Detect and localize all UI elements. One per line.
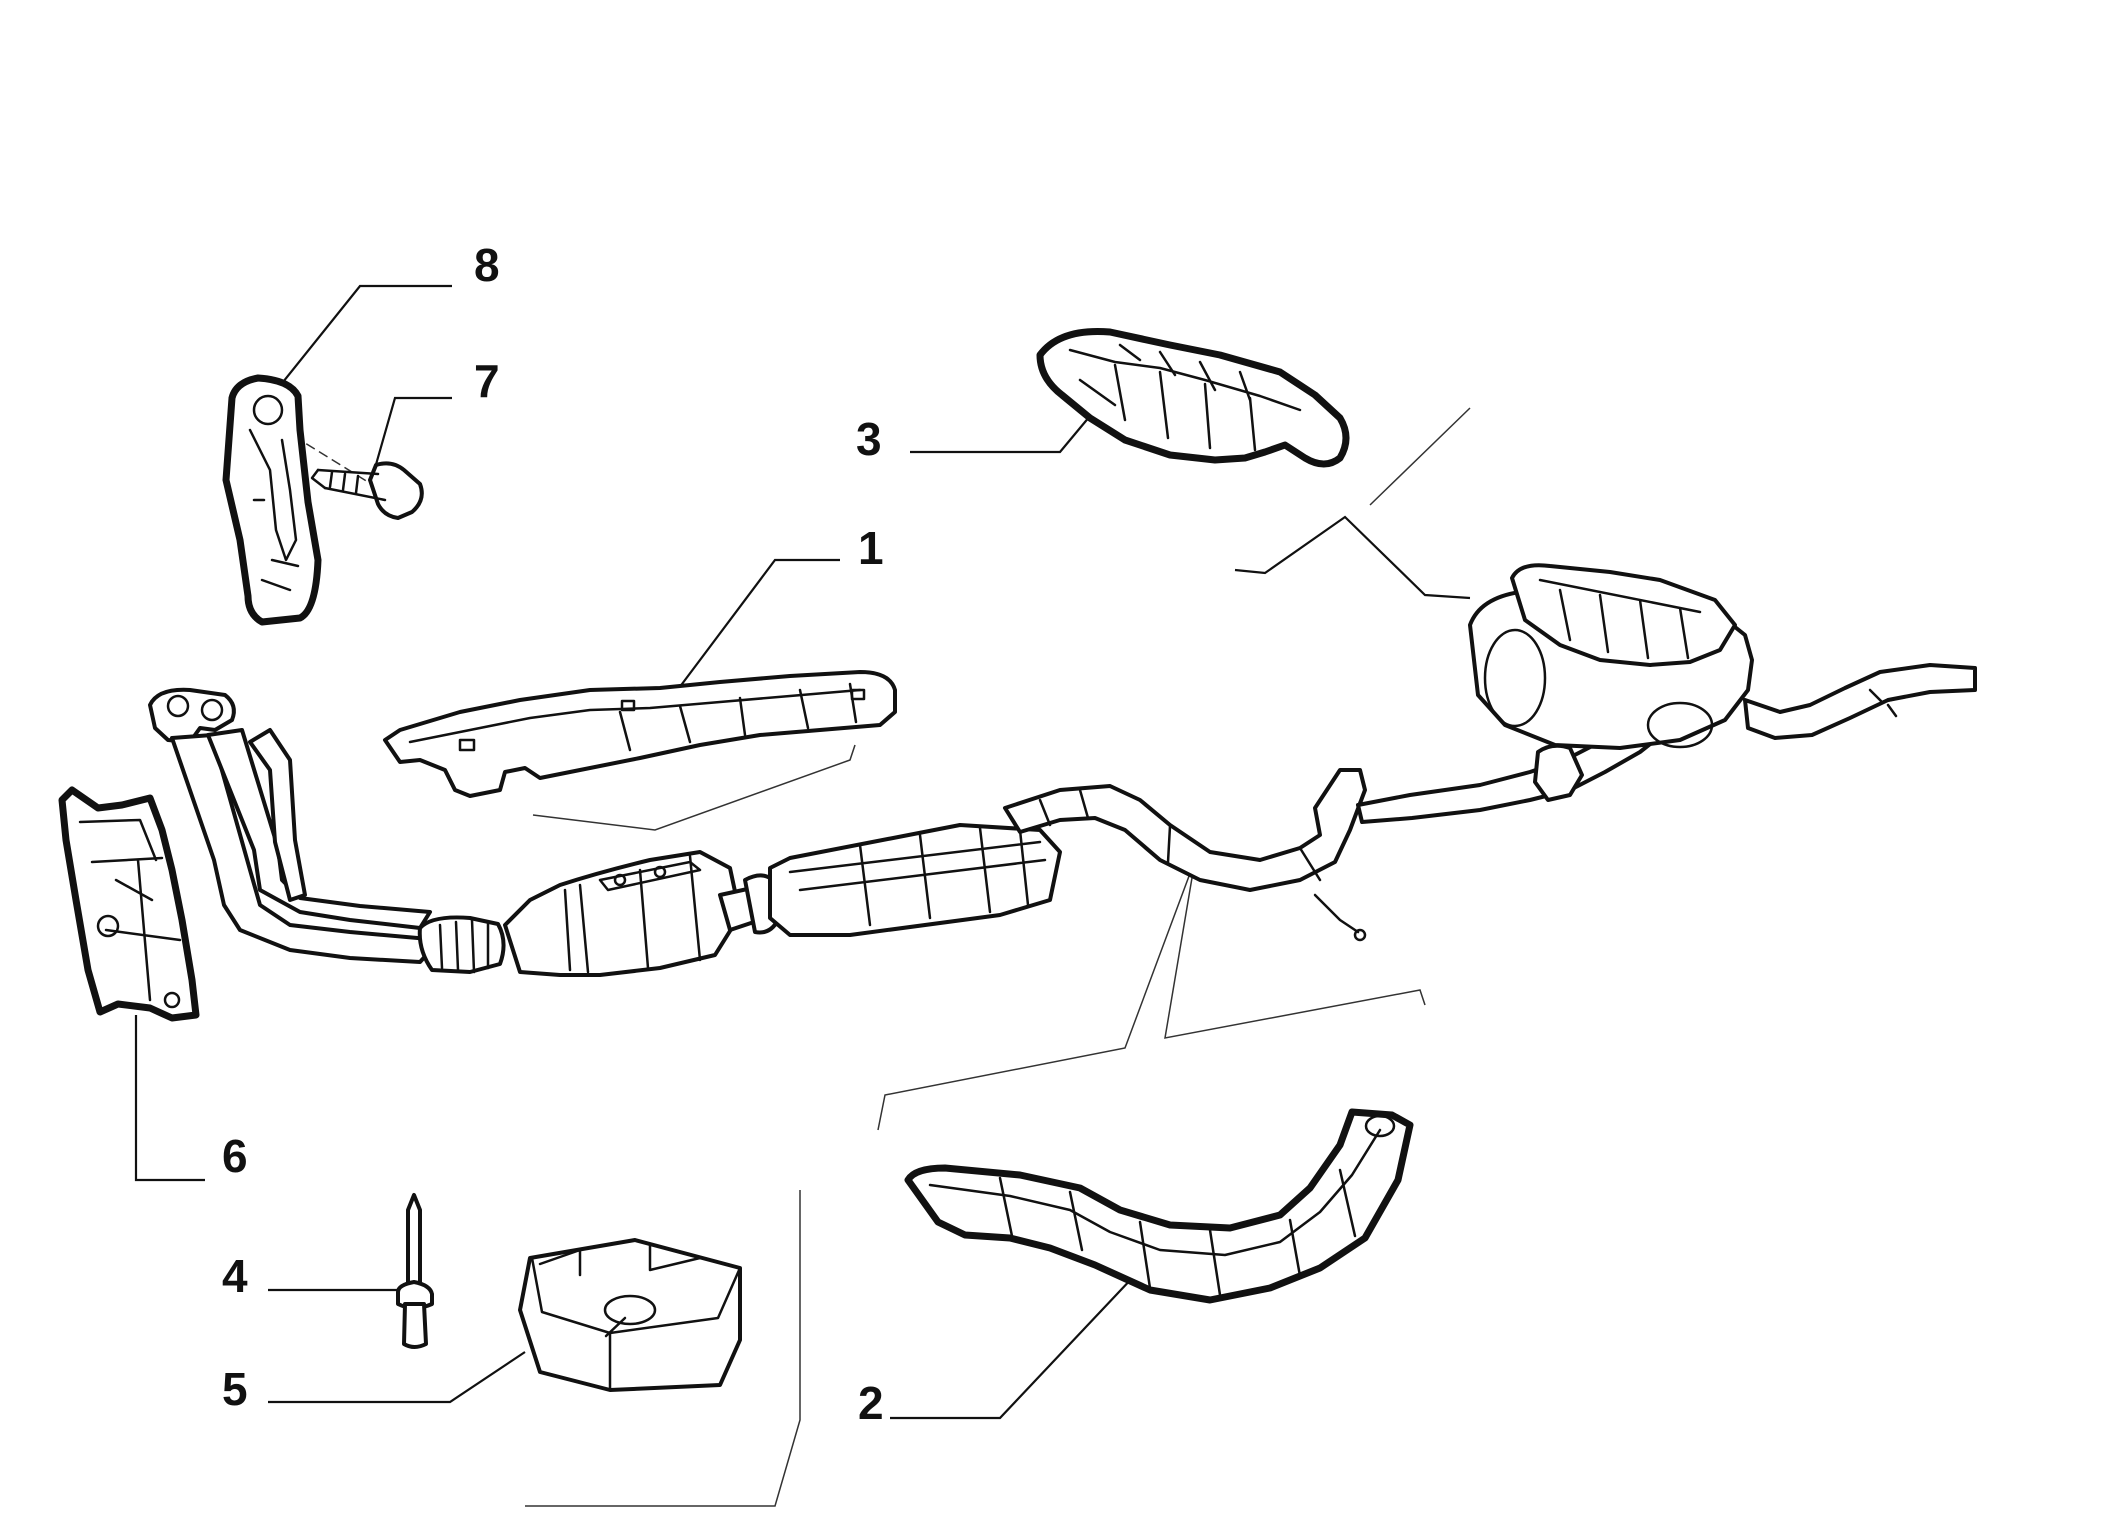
part-3-heat-shield [1036,327,1350,468]
leader-5 [268,1351,526,1404]
callout-4: 4 [222,1250,248,1302]
callout-5: 5 [222,1363,248,1415]
part-5-clip-plate [518,1238,742,1392]
callout-6: 6 [222,1130,248,1182]
leader-lines [134,284,1471,1507]
callout-2: 2 [858,1377,884,1429]
callout-3: 3 [856,413,882,465]
leader-8 [274,284,452,393]
leader-1 [669,558,840,701]
leader-1-bracket [532,744,856,831]
callout-1: 1 [858,522,884,574]
leader-6 [134,1015,205,1182]
leader-3 [910,409,1096,454]
part-6-heat-shield [58,786,200,1022]
leader-bottom-bracket [525,1190,801,1507]
callout-7: 7 [474,355,500,407]
exhaust-line [148,563,1977,977]
part-4-fastener [396,1193,434,1349]
part-2-heat-shield [904,1108,1414,1304]
leader-3-bracket [1234,515,1471,600]
part-7-bolt [310,461,424,520]
leader-3-bracket-tail [1369,407,1471,506]
callout-8: 8 [474,239,500,291]
leader-2 [890,1274,1136,1420]
part-1-heat-shield [383,670,897,798]
leader-7 [373,396,452,469]
part-8-bracket [222,374,322,626]
